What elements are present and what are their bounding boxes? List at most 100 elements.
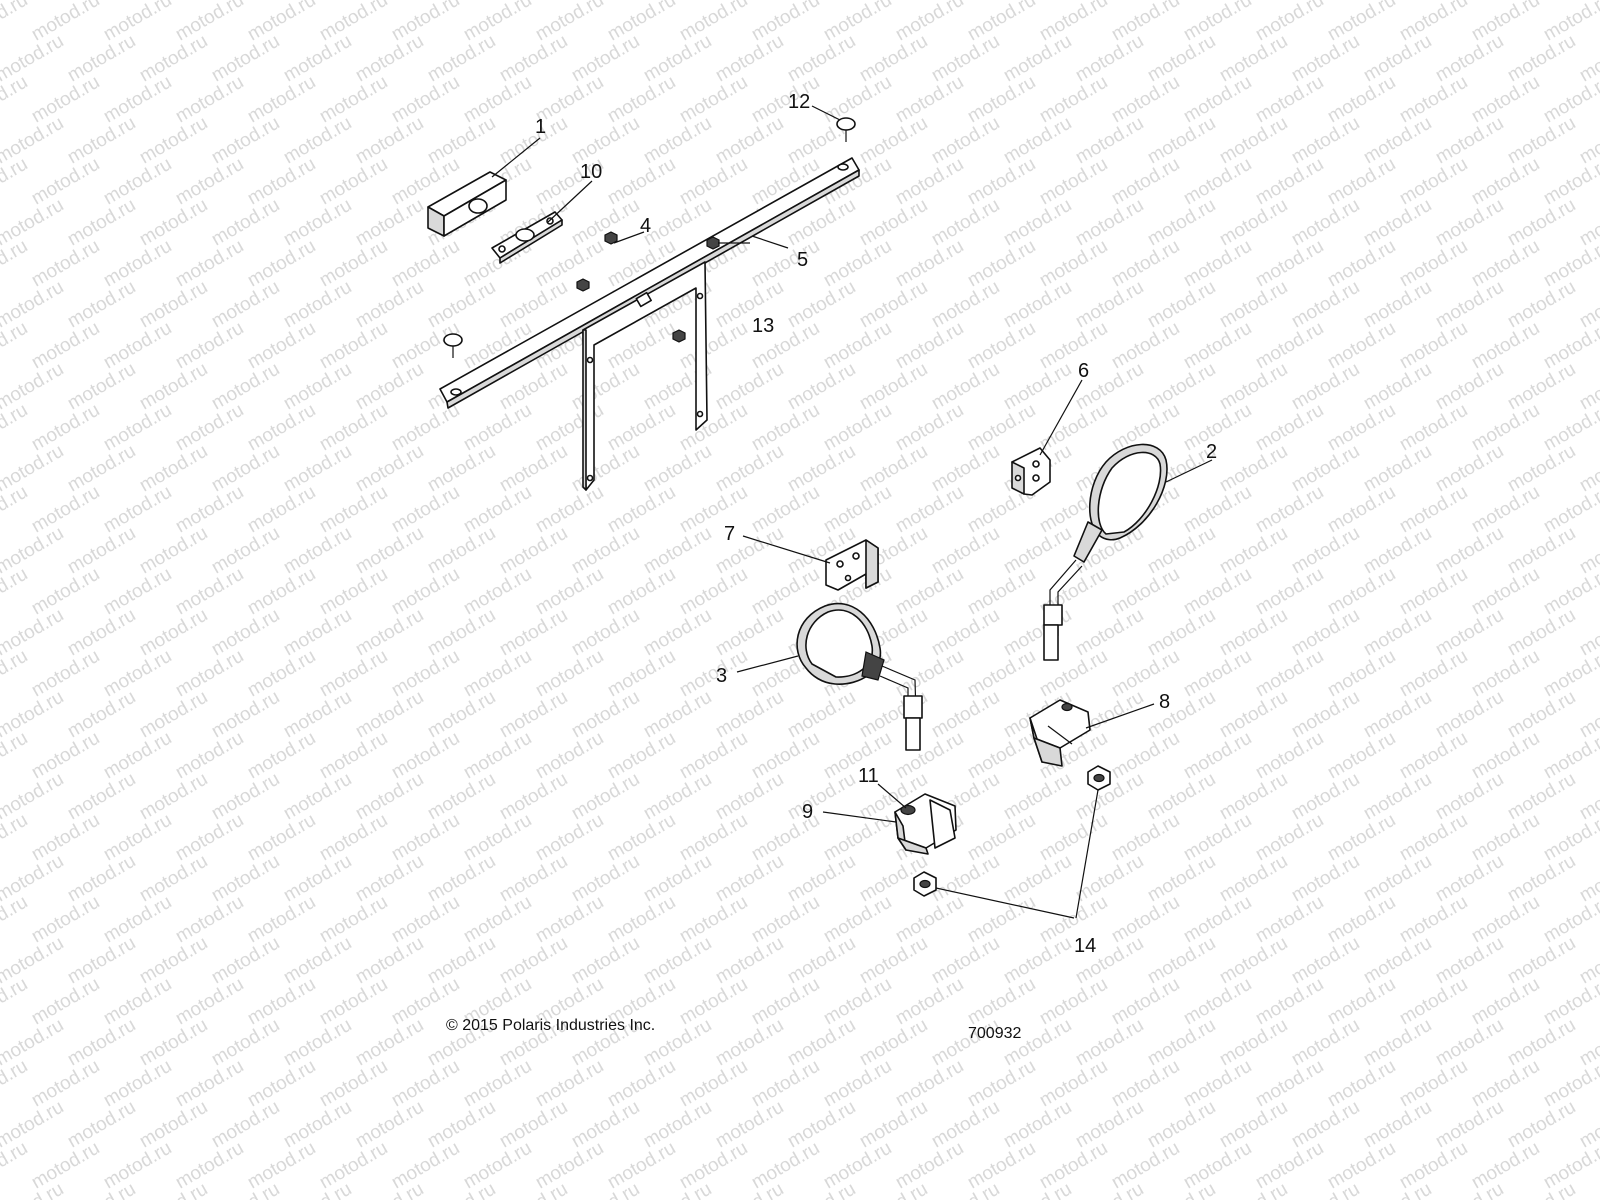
mirror-bracket-right bbox=[1011, 447, 1051, 496]
watermark-text: motod.ru bbox=[1036, 236, 1111, 292]
watermark-text: motod.ru bbox=[856, 113, 931, 169]
watermark-text: motod.ru bbox=[100, 728, 175, 784]
watermark-text: motod.ru bbox=[496, 605, 571, 661]
watermark-text: motod.ru bbox=[316, 0, 391, 45]
watermark-text: motod.ru bbox=[1108, 974, 1183, 1030]
watermark-text: motod.ru bbox=[64, 769, 139, 825]
watermark-text: motod.ru bbox=[136, 851, 211, 907]
watermark-text: motod.ru bbox=[460, 810, 535, 866]
watermark-text: motod.ru bbox=[1252, 728, 1327, 784]
watermark-text: motod.ru bbox=[316, 1056, 391, 1112]
watermark-text: motod.ru bbox=[244, 1056, 319, 1112]
watermark-text: motod.ru bbox=[748, 1138, 823, 1194]
watermark-text: motod.ru bbox=[748, 72, 823, 128]
watermark-text: motod.ru bbox=[640, 441, 715, 497]
watermark-text: motod.ru bbox=[208, 523, 283, 579]
watermark-text: motod.ru bbox=[604, 892, 679, 948]
watermark-text: motod.ru bbox=[0, 482, 31, 538]
watermark-text: motod.ru bbox=[64, 605, 139, 661]
watermark-text: motod.ru bbox=[1504, 195, 1579, 251]
watermark-text: motod.ru bbox=[1432, 1015, 1507, 1071]
watermark-text: motod.ru bbox=[712, 1097, 787, 1153]
watermark-text: motod.ru bbox=[424, 441, 499, 497]
watermark-text: motod.ru bbox=[352, 441, 427, 497]
watermark-text: motod.ru bbox=[892, 236, 967, 292]
watermark-text: motod.ru bbox=[712, 113, 787, 169]
copyright-notice: © 2015 Polaris Industries Inc. bbox=[446, 1017, 655, 1034]
watermark-text: motod.ru bbox=[640, 851, 715, 907]
clamp-left bbox=[894, 793, 957, 855]
watermark-text: motod.ru bbox=[568, 359, 643, 415]
watermark-text: motod.ru bbox=[640, 605, 715, 661]
watermark-text: motod.ru bbox=[424, 523, 499, 579]
watermark-text: motod.ru bbox=[856, 933, 931, 989]
watermark-text: motod.ru bbox=[928, 851, 1003, 907]
callout-1: 1 bbox=[535, 116, 546, 138]
watermark-text: motod.ru bbox=[1144, 1097, 1219, 1153]
watermark-text: motod.ru bbox=[1324, 1056, 1399, 1112]
watermark-text: motod.ru bbox=[424, 933, 499, 989]
watermark-text: motod.ru bbox=[820, 892, 895, 948]
watermark-text: motod.ru bbox=[856, 1179, 931, 1200]
watermark-text: motod.ru bbox=[568, 687, 643, 743]
watermark-text: motod.ru bbox=[172, 646, 247, 702]
watermark-text: motod.ru bbox=[280, 277, 355, 333]
watermark-text: motod.ru bbox=[1216, 113, 1291, 169]
watermark-text: motod.ru bbox=[28, 0, 103, 45]
watermark-text: motod.ru bbox=[1216, 195, 1291, 251]
watermark-text: motod.ru bbox=[928, 523, 1003, 579]
watermark-text: motod.ru bbox=[1324, 728, 1399, 784]
watermark-text: motod.ru bbox=[244, 728, 319, 784]
watermark-text: motod.ru bbox=[640, 113, 715, 169]
gasket bbox=[491, 211, 563, 264]
watermark-text: motod.ru bbox=[892, 154, 967, 210]
watermark-text: motod.ru bbox=[1072, 195, 1147, 251]
watermark-text: motod.ru bbox=[460, 1056, 535, 1112]
watermark-text: motod.ru bbox=[424, 605, 499, 661]
watermark-text: motod.ru bbox=[316, 810, 391, 866]
watermark-text: motod.ru bbox=[712, 851, 787, 907]
watermark-text: motod.ru bbox=[964, 400, 1039, 456]
watermark-text: motod.ru bbox=[460, 564, 535, 620]
watermark-text: motod.ru bbox=[460, 1138, 535, 1194]
watermark-text: motod.ru bbox=[892, 728, 967, 784]
watermark-text: motod.ru bbox=[1252, 646, 1327, 702]
watermark-text: motod.ru bbox=[676, 892, 751, 948]
watermark-text: motod.ru bbox=[1324, 154, 1399, 210]
watermark-text: motod.ru bbox=[1504, 277, 1579, 333]
watermark-text: motod.ru bbox=[496, 851, 571, 907]
watermark-text: motod.ru bbox=[928, 277, 1003, 333]
watermark-text: motod.ru bbox=[892, 646, 967, 702]
watermark-text: motod.ru bbox=[172, 564, 247, 620]
watermark-text: motod.ru bbox=[1504, 605, 1579, 661]
watermark-text: motod.ru bbox=[208, 359, 283, 415]
watermark-text: motod.ru bbox=[1144, 523, 1219, 579]
watermark-text: motod.ru bbox=[0, 728, 31, 784]
watermark-text: motod.ru bbox=[352, 1015, 427, 1071]
watermark-text: motod.ru bbox=[1216, 441, 1291, 497]
watermark-text: motod.ru bbox=[1432, 851, 1507, 907]
watermark-text: motod.ru bbox=[496, 31, 571, 87]
watermark-text: motod.ru bbox=[1216, 31, 1291, 87]
watermark-text: motod.ru bbox=[1216, 605, 1291, 661]
watermark-text: motod.ru bbox=[1144, 769, 1219, 825]
watermark-text: motod.ru bbox=[388, 400, 463, 456]
watermark-text: motod.ru bbox=[532, 1138, 607, 1194]
watermark-text: motod.ru bbox=[676, 810, 751, 866]
watermark-text: motod.ru bbox=[1252, 892, 1327, 948]
watermark-text: motod.ru bbox=[964, 236, 1039, 292]
watermark-text: motod.ru bbox=[0, 646, 31, 702]
watermark-text: motod.ru bbox=[1252, 482, 1327, 538]
watermark-text: motod.ru bbox=[640, 769, 715, 825]
watermark-text: motod.ru bbox=[1108, 810, 1183, 866]
watermark-text: motod.ru bbox=[928, 1015, 1003, 1071]
watermark-text: motod.ru bbox=[820, 400, 895, 456]
watermark-text: motod.ru bbox=[1288, 113, 1363, 169]
watermark-text: motod.ru bbox=[1288, 687, 1363, 743]
watermark-text: motod.ru bbox=[136, 605, 211, 661]
watermark-text: motod.ru bbox=[712, 277, 787, 333]
watermark-text: motod.ru bbox=[28, 974, 103, 1030]
watermark-text: motod.ru bbox=[136, 933, 211, 989]
watermark-text: motod.ru bbox=[1072, 31, 1147, 87]
watermark-text: motod.ru bbox=[1000, 1015, 1075, 1071]
